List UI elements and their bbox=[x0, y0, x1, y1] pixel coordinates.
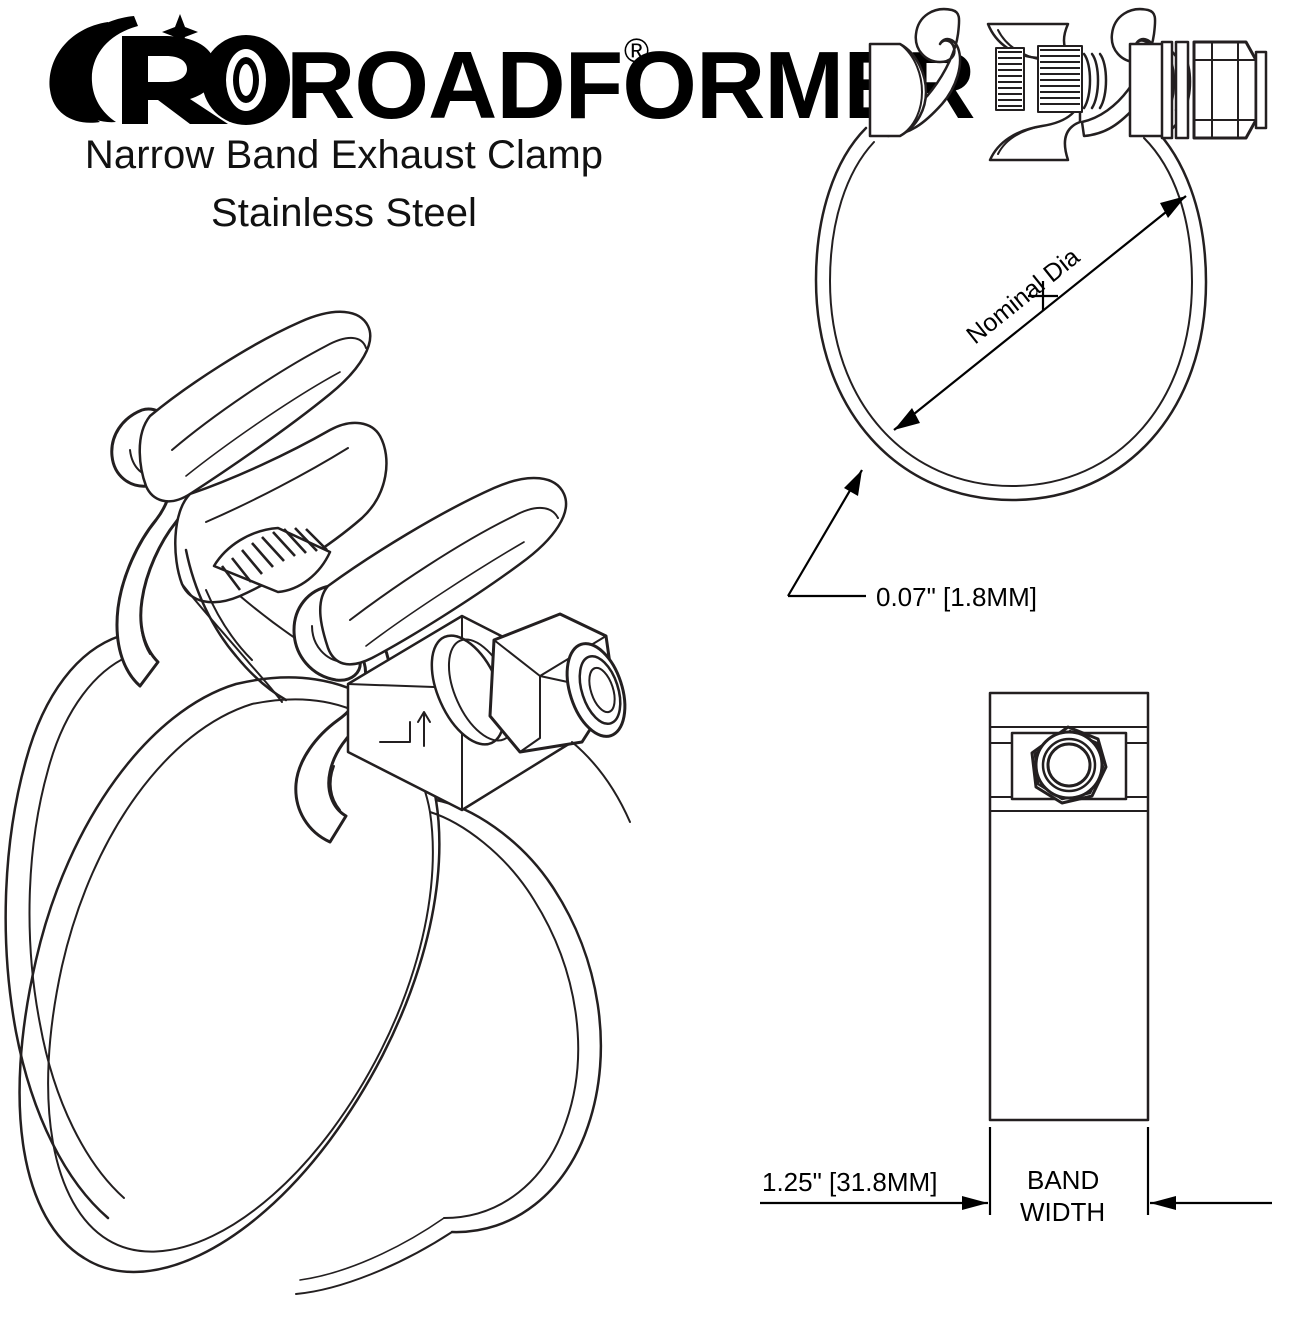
band-width-name-line2: WIDTH bbox=[1020, 1197, 1105, 1227]
band-width-value-label: 1.25" [31.8MM] bbox=[762, 1167, 937, 1197]
ring-band-end-left bbox=[868, 42, 928, 138]
band-behind-nut bbox=[571, 741, 631, 823]
clamp-ring-band bbox=[814, 122, 1208, 502]
center-cross-mark bbox=[1028, 281, 1058, 311]
logo-row: ROADFORMER ® bbox=[0, 14, 976, 139]
nominal-dia-dimension: Nominal Dia bbox=[893, 195, 1187, 431]
ring-washer-nut bbox=[1128, 40, 1268, 140]
band-top-rolled-edge bbox=[138, 310, 372, 503]
figure-isometric-clamp bbox=[0, 290, 700, 1330]
thickness-callout: 0.07" [1.8MM] bbox=[787, 469, 1037, 612]
product-title-line-1: Narrow Band Exhaust Clamp bbox=[84, 133, 604, 177]
figure-ring-nominal-dia: Nominal Dia 0.07" [1.8MM] bbox=[770, 0, 1292, 640]
logo-wordmark: ROADFORMER bbox=[286, 32, 975, 139]
logo-tire-o bbox=[202, 35, 290, 125]
figure-band-width: 1.25" [31.8MM] BAND WIDTH bbox=[740, 655, 1292, 1315]
band-hex-nut bbox=[1030, 725, 1108, 805]
logo-swoosh-mark bbox=[49, 14, 198, 123]
logo-letter-r bbox=[122, 36, 228, 124]
nominal-dia-label: Nominal Dia bbox=[961, 243, 1085, 350]
ring-rolled-hook-left bbox=[884, 7, 962, 138]
band-top-rolled-edge-right bbox=[319, 476, 568, 666]
thickness-label: 0.07" [1.8MM] bbox=[876, 582, 1037, 612]
logo-sparkle-icon bbox=[162, 14, 198, 50]
threaded-rod bbox=[212, 526, 332, 594]
brand-header: ROADFORMER ® Narrow Band Exhaust Clamp S… bbox=[0, 14, 976, 243]
roadformer-logo: ROADFORMER ® bbox=[49, 14, 976, 139]
registered-trademark-symbol: ® bbox=[624, 32, 649, 70]
hex-nut bbox=[488, 612, 627, 754]
product-title-line-2: Stainless Steel bbox=[210, 191, 478, 236]
bolt-washer bbox=[430, 634, 517, 746]
thread-coil bbox=[1082, 52, 1108, 110]
ring-threaded-rod bbox=[995, 45, 1108, 113]
band-width-dimension: 1.25" [31.8MM] BAND WIDTH bbox=[760, 1127, 1272, 1227]
saddle-left-wing bbox=[184, 548, 288, 702]
band-width-name-line1: BAND bbox=[1027, 1165, 1099, 1195]
clamp-band-tail bbox=[4, 634, 135, 1220]
